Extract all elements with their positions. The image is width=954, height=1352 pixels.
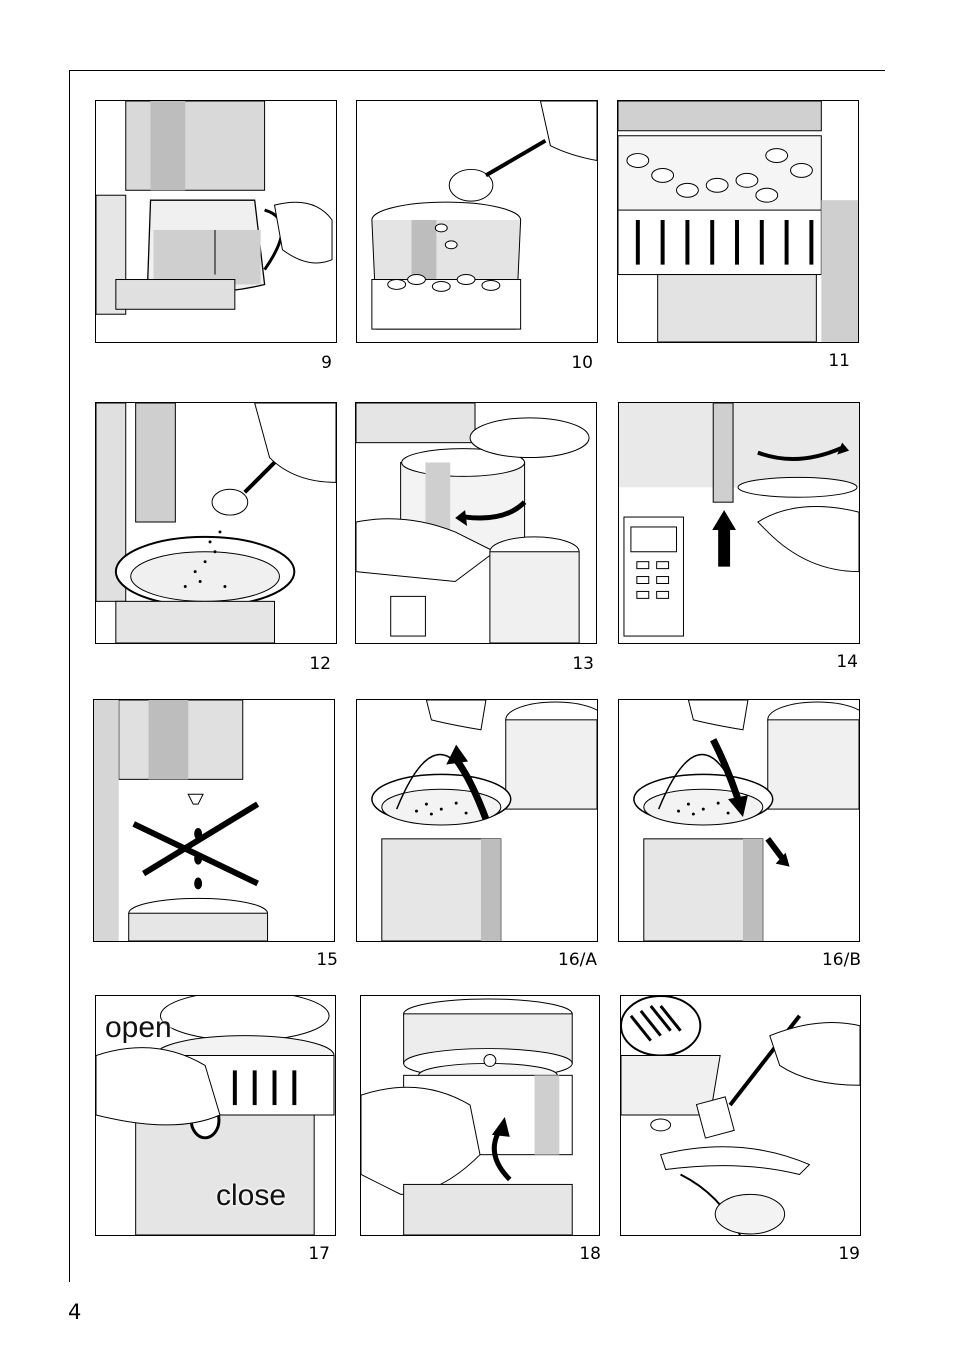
left-rule (69, 70, 70, 1282)
figure-10-illustration (356, 100, 598, 343)
figure-14-label: 14 (778, 652, 858, 672)
top-rule (69, 70, 885, 71)
figure-18-label: 18 (521, 1244, 601, 1264)
figure-16b-illustration (618, 699, 860, 942)
figure-15-illustration (93, 699, 335, 942)
figure-14-illustration (618, 402, 860, 644)
figure-12-illustration (95, 402, 337, 644)
open-text: open (105, 1011, 172, 1045)
figure-11-illustration (617, 100, 859, 343)
page-number: 4 (68, 1300, 81, 1324)
close-text: close (216, 1179, 286, 1213)
figure-17-illustration: open close (95, 995, 336, 1236)
figure-13-illustration (355, 402, 597, 644)
figure-19-illustration (620, 995, 861, 1236)
figure-16a-illustration (356, 699, 598, 942)
figure-11-label: 11 (770, 351, 850, 371)
figure-16a-label: 16/A (517, 950, 597, 970)
figure-17-label: 17 (250, 1244, 330, 1264)
figure-15-label: 15 (258, 950, 338, 970)
figure-13-label: 13 (514, 654, 594, 674)
figure-18-illustration (360, 995, 600, 1236)
figure-16b-label: 16/B (781, 950, 861, 970)
figure-12-label: 12 (251, 654, 331, 674)
figure-9-label: 9 (252, 353, 332, 373)
figure-9-illustration (95, 100, 337, 343)
figure-10-label: 10 (513, 353, 593, 373)
figure-19-label: 19 (780, 1244, 860, 1264)
